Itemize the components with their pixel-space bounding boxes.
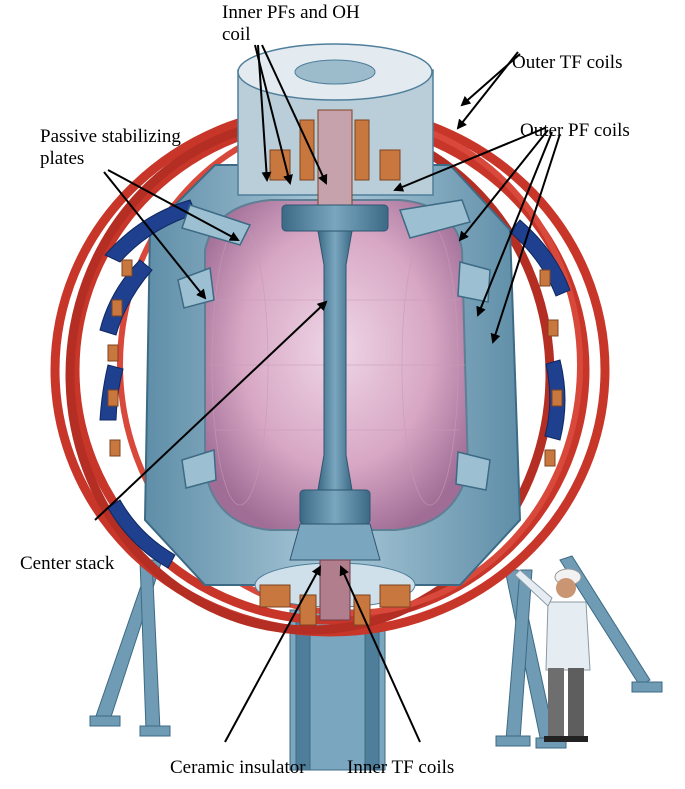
label-outer-pf-coils: Outer PF coils xyxy=(520,120,630,142)
label-inner-tf-text: Inner TF coils xyxy=(347,757,454,779)
label-outer-pf-text: Outer PF coils xyxy=(520,120,630,142)
label-ceramic-text: Ceramic insulator xyxy=(170,757,306,779)
label-ceramic-insulator: Ceramic insulator xyxy=(170,757,306,779)
label-inner-pfs-line1: Inner PFs and OH xyxy=(222,2,360,24)
label-center-stack: Center stack xyxy=(20,553,114,575)
label-outer-tf-coils: Outer TF coils xyxy=(512,52,622,74)
upper-head xyxy=(238,44,433,205)
label-passive-line1: Passive stabilizing xyxy=(40,126,181,148)
label-outer-tf-text: Outer TF coils xyxy=(512,52,622,74)
label-center-stack-text: Center stack xyxy=(20,553,114,575)
label-inner-tf-coils: Inner TF coils xyxy=(347,757,454,779)
label-passive-line2: plates xyxy=(40,148,181,170)
label-inner-pfs-oh-coil: Inner PFs and OH coil xyxy=(222,2,360,46)
label-passive-stabilizing-plates: Passive stabilizing plates xyxy=(40,126,181,170)
label-inner-pfs-line2: coil xyxy=(222,24,360,46)
